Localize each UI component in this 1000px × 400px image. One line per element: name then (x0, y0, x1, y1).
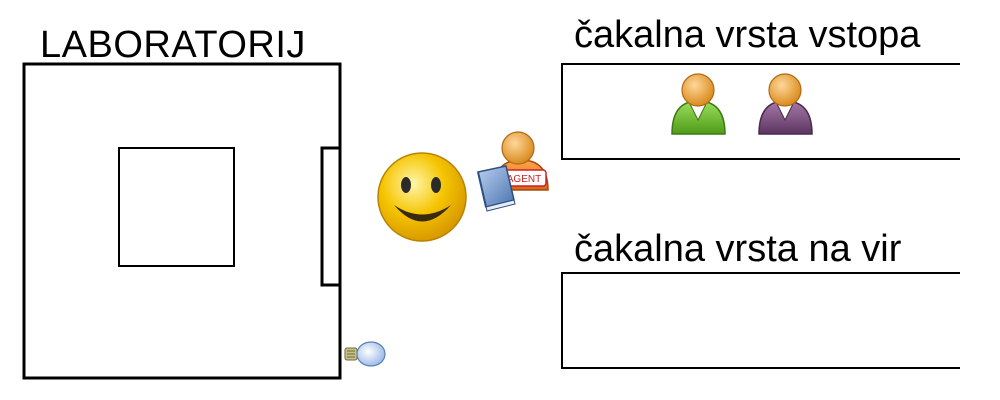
resource-queue-box (561, 272, 960, 369)
lab-title: LABORATORIJ (40, 24, 306, 66)
agent-badge-label: AGENT (507, 174, 541, 185)
resource-queue-title: čakalna vrsta na vir (574, 228, 902, 270)
lab-door (320, 146, 342, 287)
entry-queue-box (561, 63, 960, 160)
person-green-icon (671, 73, 726, 135)
lab-inner-room (118, 147, 235, 267)
light-bulb-icon (344, 341, 386, 367)
book-icon (477, 165, 516, 212)
entry-queue-title: čakalna vrsta vstopa (574, 14, 921, 56)
person-purple-icon (758, 73, 813, 135)
smiley-face-icon (377, 152, 467, 242)
